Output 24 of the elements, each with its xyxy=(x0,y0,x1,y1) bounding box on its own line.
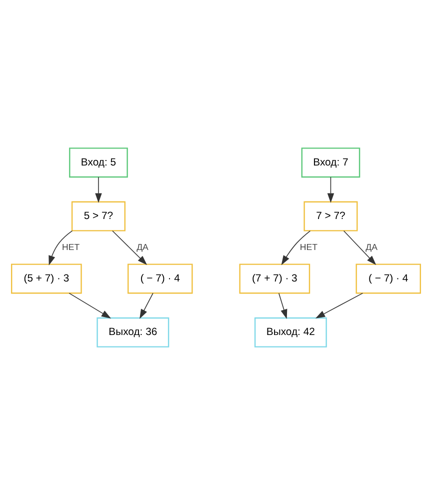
arrow xyxy=(327,176,334,202)
edge-label: НЕТ xyxy=(62,241,80,252)
arrow xyxy=(281,230,311,265)
arrow xyxy=(140,292,154,318)
node-box: 5 > 7? xyxy=(71,200,126,231)
node-box: (7 + 7) · 3 xyxy=(239,263,310,294)
node-box: Вход: 5 xyxy=(69,147,128,178)
arrow xyxy=(278,292,288,318)
arrow xyxy=(68,292,112,318)
node-box: ( − 7) · 4 xyxy=(356,263,421,294)
arrow xyxy=(343,230,376,265)
arrow xyxy=(315,292,364,318)
edge-label: НЕТ xyxy=(300,241,318,252)
node-box: ( − 7) · 4 xyxy=(128,263,193,294)
arrow xyxy=(48,230,73,265)
edge-label: ДА xyxy=(366,241,378,252)
arrow xyxy=(95,176,102,202)
node-box: 7 > 7? xyxy=(304,200,358,231)
node-box: Выход: 42 xyxy=(254,316,327,347)
node-box: Вход: 7 xyxy=(301,147,360,178)
arrow xyxy=(112,230,148,265)
edge-label: ДА xyxy=(136,241,148,252)
node-box: (5 + 7) · 3 xyxy=(11,263,82,294)
node-box: Выход: 36 xyxy=(96,316,170,347)
